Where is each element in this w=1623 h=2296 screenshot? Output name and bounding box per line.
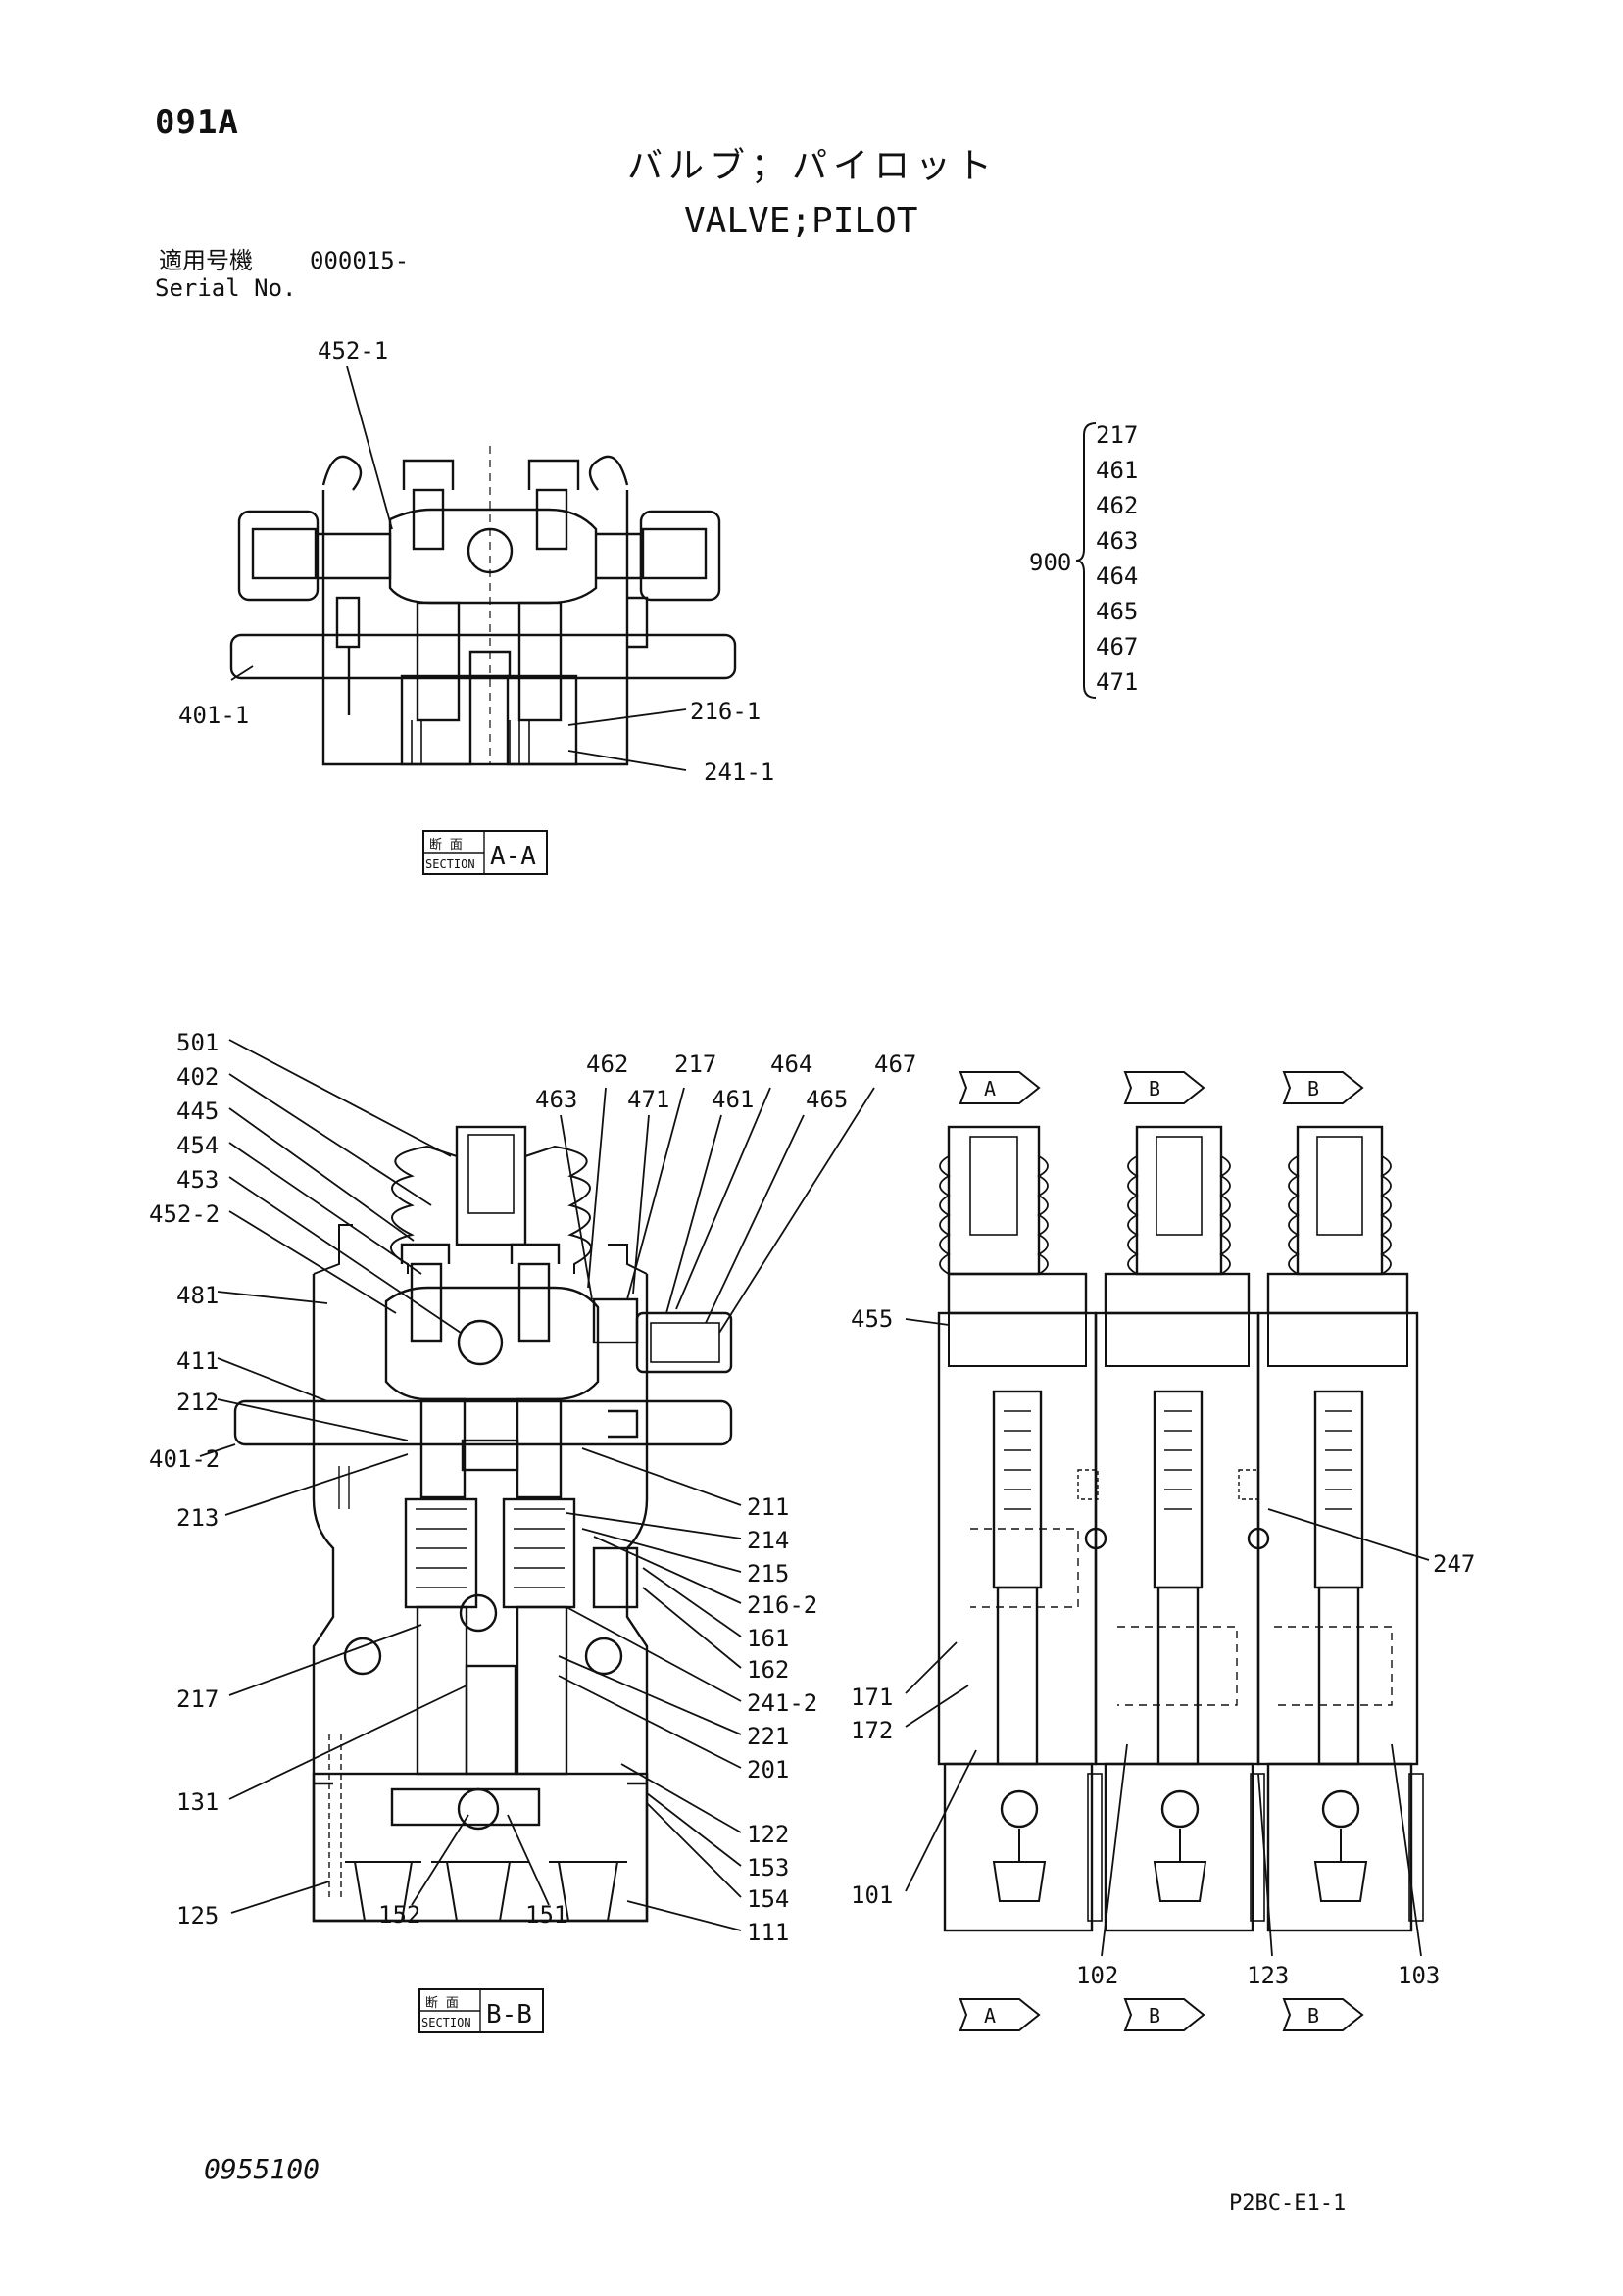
callout-452-2: 452-2 bbox=[149, 1200, 220, 1228]
section-marker-b: B bbox=[1149, 1077, 1160, 1100]
kit-900-brace bbox=[1075, 422, 1097, 699]
section-bb-badge-jp: 断 面 bbox=[425, 1996, 459, 2011]
section-markers bbox=[959, 1071, 1364, 2031]
callout-211: 211 bbox=[747, 1493, 789, 1521]
callout-241-2: 241-2 bbox=[747, 1689, 817, 1717]
callout-401-1: 401-1 bbox=[178, 702, 249, 729]
section-marker-b: B bbox=[1307, 2004, 1319, 2027]
kit-parent: 900 bbox=[1029, 549, 1071, 576]
section-marker-a: A bbox=[984, 2004, 996, 2027]
callout-501: 501 bbox=[176, 1029, 219, 1056]
callout-111: 111 bbox=[747, 1919, 789, 1946]
section-aa-drawing bbox=[229, 446, 737, 766]
callout-102: 102 bbox=[1076, 1962, 1118, 1989]
callout-247: 247 bbox=[1433, 1550, 1475, 1578]
section-aa-leaders bbox=[230, 366, 687, 771]
kit-part: 471 bbox=[1096, 668, 1138, 696]
callout-125: 125 bbox=[176, 1902, 219, 1930]
callout-214: 214 bbox=[747, 1527, 789, 1554]
callout-481: 481 bbox=[176, 1282, 219, 1309]
callout-454: 454 bbox=[176, 1132, 219, 1159]
callout-453: 453 bbox=[176, 1166, 219, 1194]
section-bb-drawing bbox=[233, 1125, 733, 1923]
callout-464: 464 bbox=[770, 1050, 812, 1078]
callout-162: 162 bbox=[747, 1656, 789, 1684]
page-id: 091A bbox=[155, 103, 239, 142]
section-aa-badge-jp: 断 面 bbox=[429, 838, 463, 853]
callout-131: 131 bbox=[176, 1788, 219, 1816]
serial-value: 000015- bbox=[310, 247, 410, 274]
callout-467: 467 bbox=[874, 1050, 916, 1078]
kit-part: 217 bbox=[1096, 421, 1138, 449]
serial-label-japanese: 適用号機 bbox=[159, 247, 253, 274]
callout-402: 402 bbox=[176, 1063, 219, 1091]
callout-213: 213 bbox=[176, 1504, 219, 1532]
callout-172: 172 bbox=[851, 1717, 893, 1744]
section-marker-a: A bbox=[984, 1077, 996, 1100]
callout-215: 215 bbox=[747, 1560, 789, 1588]
kit-part: 467 bbox=[1096, 633, 1138, 660]
callout-103: 103 bbox=[1398, 1962, 1440, 1989]
callout-122: 122 bbox=[747, 1821, 789, 1848]
callout-411: 411 bbox=[176, 1347, 219, 1375]
callout-241-1: 241-1 bbox=[704, 758, 774, 786]
side-view-drawing bbox=[937, 1125, 1424, 1932]
callout-154: 154 bbox=[747, 1885, 789, 1913]
side-view-leaders bbox=[905, 1318, 1430, 1957]
callout-217-b: 217 bbox=[176, 1685, 219, 1713]
callout-221: 221 bbox=[747, 1723, 789, 1750]
callout-462: 462 bbox=[586, 1050, 628, 1078]
callout-171: 171 bbox=[851, 1684, 893, 1711]
callout-216-1: 216-1 bbox=[690, 698, 761, 725]
title-japanese: バルブ；パイロット bbox=[627, 146, 999, 186]
callout-452-1: 452-1 bbox=[318, 337, 388, 365]
callout-401-2: 401-2 bbox=[149, 1445, 220, 1473]
callout-461: 461 bbox=[712, 1086, 754, 1113]
kit-part: 462 bbox=[1096, 492, 1138, 519]
callout-161: 161 bbox=[747, 1625, 789, 1652]
callout-153: 153 bbox=[747, 1854, 789, 1881]
section-bb-leaders bbox=[199, 1039, 875, 1931]
sheet-reference: P2BC-E1-1 bbox=[1229, 2191, 1347, 2216]
callout-201: 201 bbox=[747, 1756, 789, 1783]
callout-471: 471 bbox=[627, 1086, 669, 1113]
section-marker-b: B bbox=[1149, 2004, 1160, 2027]
kit-part: 464 bbox=[1096, 562, 1138, 590]
section-marker-b: B bbox=[1307, 1077, 1319, 1100]
document-number: 0955100 bbox=[204, 2153, 320, 2185]
section-bb-badge-code: B-B bbox=[486, 2000, 532, 2029]
callout-463: 463 bbox=[535, 1086, 577, 1113]
callout-152: 152 bbox=[378, 1901, 420, 1929]
kit-part: 465 bbox=[1096, 598, 1138, 625]
callout-445: 445 bbox=[176, 1098, 219, 1125]
callout-123: 123 bbox=[1247, 1962, 1289, 1989]
title-english: VALVE;PILOT bbox=[684, 201, 918, 241]
kit-part: 463 bbox=[1096, 527, 1138, 555]
callout-465: 465 bbox=[806, 1086, 848, 1113]
section-aa-badge-en: SECTION bbox=[425, 857, 475, 871]
callout-217-t: 217 bbox=[674, 1050, 716, 1078]
section-bb-badge-en: SECTION bbox=[421, 2016, 471, 2029]
callout-151: 151 bbox=[525, 1901, 567, 1929]
callout-455: 455 bbox=[851, 1305, 893, 1333]
serial-label-english: Serial No. bbox=[155, 274, 297, 302]
callout-216-2: 216-2 bbox=[747, 1591, 817, 1619]
section-aa-badge-code: A-A bbox=[490, 842, 536, 871]
callout-212: 212 bbox=[176, 1389, 219, 1416]
kit-part: 461 bbox=[1096, 457, 1138, 484]
callout-101: 101 bbox=[851, 1881, 893, 1909]
